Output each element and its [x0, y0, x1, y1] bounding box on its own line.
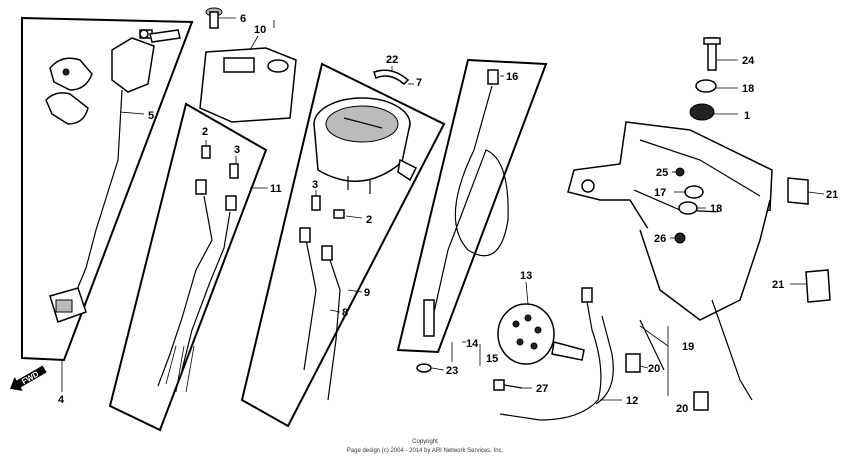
- callout-22: 22: [386, 54, 398, 66]
- reflector-21-top: [787, 177, 809, 205]
- reflector-21-bottom: [805, 269, 831, 303]
- speedometer-harness-9: [325, 247, 341, 401]
- callout-3b: 3: [312, 179, 318, 191]
- bulb-3: [229, 163, 239, 179]
- callout-27: 27: [536, 383, 548, 395]
- ignition-switch-group-frame: [21, 16, 194, 362]
- callout-9: 9: [364, 287, 370, 299]
- footer-page-design: Page design (c) 2004 - 2014 by ARI Netwo…: [347, 448, 504, 454]
- ignition-switch-cover-top: [49, 57, 93, 91]
- callout-16: 16: [506, 71, 518, 83]
- callout-24: 24: [742, 55, 755, 67]
- cable-nut-16: [487, 69, 499, 85]
- indicator-panel-10: [199, 47, 297, 123]
- horn-wire-12: [499, 295, 602, 421]
- collar-17: [684, 185, 704, 199]
- callout-26: 26: [654, 233, 666, 245]
- callout-4: 4: [58, 394, 65, 406]
- callout-17: 17: [654, 187, 666, 199]
- forward-arrow-icon: [10, 365, 47, 391]
- rubber-1: [689, 103, 715, 121]
- callout-23: 23: [446, 365, 458, 377]
- collar-20-upper: [625, 353, 641, 373]
- indicator-wiring-group-frame: [108, 102, 268, 432]
- callout-11: 11: [270, 183, 282, 195]
- callout-19: 19: [682, 341, 694, 353]
- callout-6: 6: [240, 13, 246, 25]
- ignition-switch-cover-bottom: [45, 92, 89, 125]
- speedometer-bulbs: [311, 195, 345, 219]
- callout-10: 10: [254, 24, 266, 36]
- callout-8: 8: [342, 307, 348, 319]
- screw-25: [675, 167, 685, 177]
- indicator-harness: [157, 195, 231, 387]
- footer-copyright: Copyright: [412, 439, 438, 445]
- horn-13: [497, 303, 585, 365]
- leader-lines: [61, 17, 825, 401]
- bolt-24: [703, 37, 721, 71]
- bolt-27: [493, 379, 523, 391]
- callout-13: 13: [520, 270, 532, 282]
- screw-6: [205, 7, 223, 29]
- callout-14: 14: [466, 338, 479, 350]
- collar-20-lower: [693, 391, 709, 411]
- callout-1: 1: [744, 110, 750, 122]
- ignition-switch: [111, 29, 181, 93]
- socket-pair: [195, 179, 237, 211]
- headlight-bracket: [567, 121, 773, 401]
- callout-21b: 21: [772, 279, 784, 291]
- callout-18b: 18: [710, 203, 722, 215]
- harness-sockets: [299, 227, 333, 261]
- callout-21a: 21: [826, 189, 838, 201]
- speedometer-cable: [429, 85, 509, 331]
- callout-12: 12: [626, 395, 638, 407]
- washer-23: [416, 363, 432, 373]
- callout-25: 25: [656, 167, 668, 179]
- speedometer-group-frame: [240, 62, 446, 428]
- callout-7: 7: [416, 77, 422, 89]
- collar-18-top: [695, 79, 717, 93]
- callout-20b: 20: [676, 403, 688, 415]
- callout-15: 15: [486, 353, 498, 365]
- collar-18-mid: [678, 201, 698, 215]
- callout-3a: 3: [234, 144, 240, 156]
- speedometer-cable-group-frame: [396, 58, 548, 354]
- callout-18a: 18: [742, 83, 754, 95]
- speedometer-7: [313, 97, 418, 194]
- forward-arrow: FWD: [10, 365, 47, 391]
- callout-20a: 20: [648, 363, 660, 375]
- callout-5: 5: [148, 110, 154, 122]
- callout-2a: 2: [202, 126, 208, 138]
- cable-end: [423, 299, 435, 337]
- horn-wire-terminal: [581, 287, 593, 303]
- speedometer-seal-22: [373, 69, 410, 86]
- bulb-socket-2: [201, 145, 211, 159]
- ignition-switch-wire: [75, 89, 123, 293]
- nut-26: [674, 232, 686, 244]
- callout-2b: 2: [366, 214, 372, 226]
- ignition-connector: [49, 287, 87, 323]
- speedometer-harness-8: [303, 239, 317, 371]
